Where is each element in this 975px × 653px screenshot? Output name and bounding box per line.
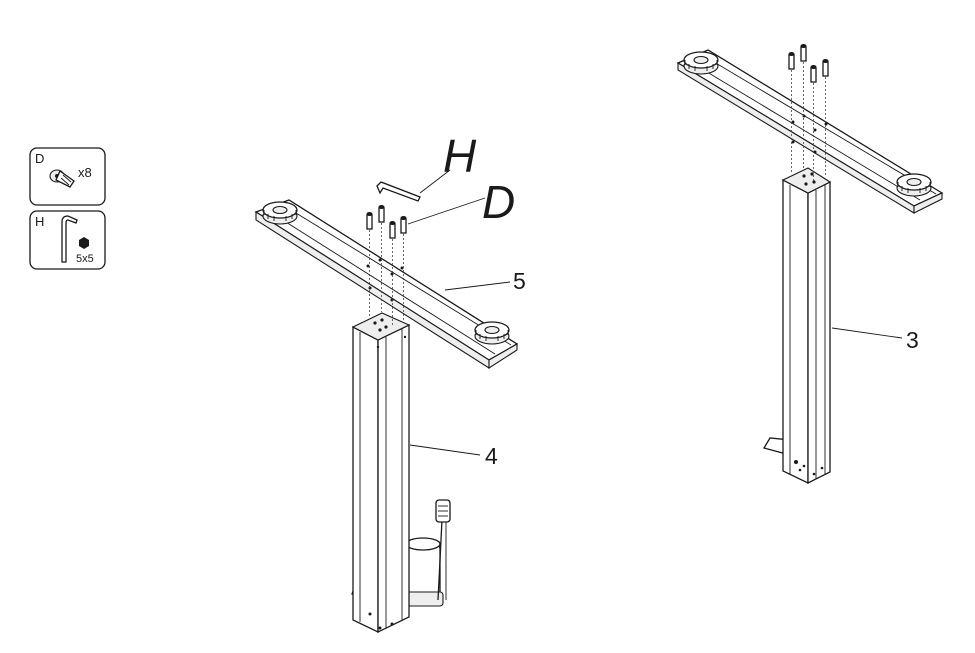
leg-column-4: [351, 312, 411, 634]
leader-hex-key: [419, 169, 451, 194]
part-number-5: 5: [513, 268, 526, 294]
callout-screw: D: [482, 176, 515, 228]
leader-screw: [407, 197, 486, 225]
screws-left: [366, 205, 407, 326]
callout-hex-key: H: [443, 130, 477, 182]
motor-housing: [404, 537, 444, 607]
part-number-3: 3: [906, 327, 919, 353]
kit-screw-qty: x8: [78, 165, 92, 180]
left-leg-assembly: H D 5 4: [254, 130, 526, 634]
hex-key-tool: [376, 181, 421, 202]
foot-bar-5: [254, 199, 519, 370]
leg-column-3: [781, 167, 832, 485]
parts-kit-legend: D x8 H 5x5: [29, 147, 106, 270]
leveling-glide-left: [262, 201, 298, 225]
right-leg-assembly: 3: [676, 44, 944, 485]
hex-profile-icon: [79, 237, 89, 249]
motor-cable: [435, 499, 451, 601]
screws-right: [788, 44, 829, 182]
kit-screw-code: D: [35, 151, 44, 166]
leader-part-5: [444, 281, 511, 291]
hex-key-icon: [61, 215, 78, 263]
leader-part-4: [409, 444, 481, 456]
leveling-glide-right-bottom: [896, 173, 932, 197]
foot-bar-right: [676, 49, 944, 214]
leader-part-3: [831, 327, 903, 339]
kit-card-hex-key: H 5x5: [29, 210, 106, 270]
part-number-4: 4: [485, 443, 498, 469]
leveling-glide-right: [474, 321, 510, 345]
kit-hex-key-size: 5x5: [76, 253, 94, 265]
kit-hex-key-code: H: [35, 214, 44, 229]
leveling-glide-right-top: [683, 51, 719, 75]
kit-card-screw: D x8: [29, 147, 106, 206]
screw-icon: [49, 169, 75, 188]
